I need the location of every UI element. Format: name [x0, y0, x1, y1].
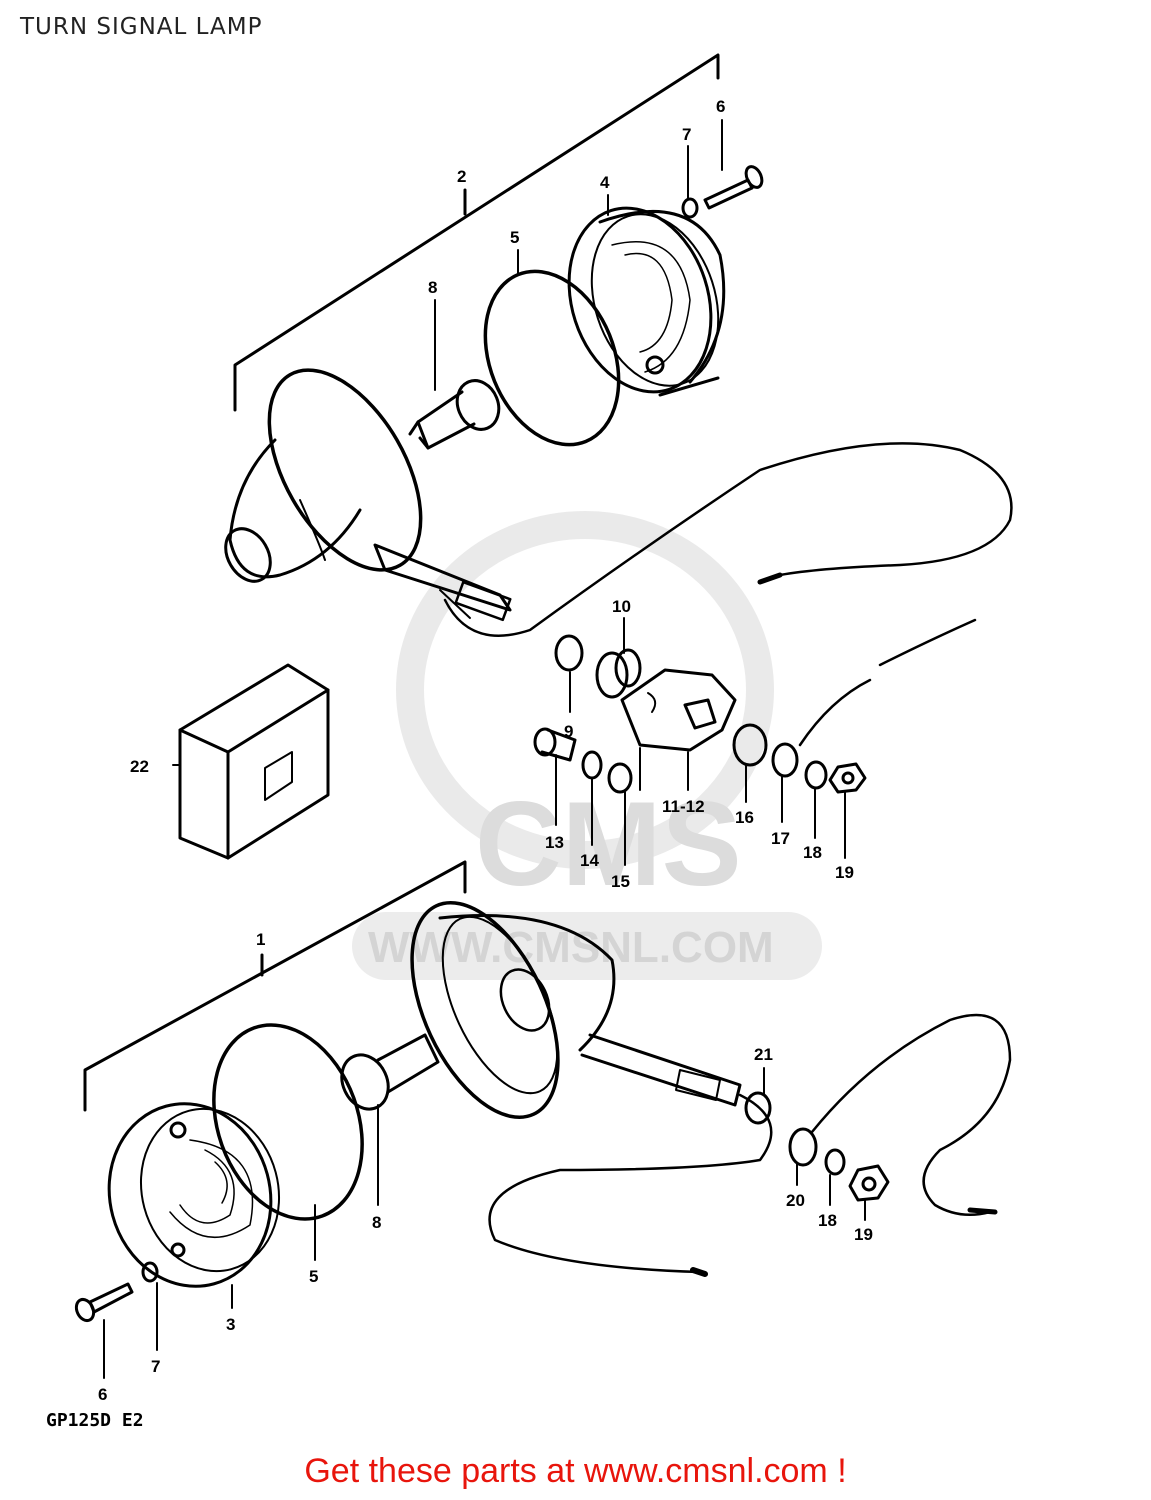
part-4-lens — [567, 206, 726, 397]
callout-15: 15 — [611, 872, 630, 891]
callout-19-lower: 19 — [854, 1225, 873, 1244]
part-10-grommet — [595, 648, 642, 699]
part-17-washer — [771, 742, 799, 778]
callout-9: 9 — [564, 722, 573, 741]
assembly-bracket-2 — [233, 53, 720, 412]
callout-19-upper: 19 — [835, 863, 854, 882]
callout-21: 21 — [754, 1045, 773, 1064]
page-title: TURN SIGNAL LAMP — [20, 14, 263, 40]
callout-7-upper: 7 — [682, 125, 691, 144]
callout-14: 14 — [580, 851, 599, 870]
part-15-washer — [607, 762, 633, 794]
callout-16: 16 — [735, 808, 754, 827]
part-18-lock-washer-lower — [824, 1148, 846, 1176]
callout-5-lower: 5 — [309, 1267, 318, 1286]
part-6-screw-upper — [703, 165, 764, 210]
leader-lines — [103, 119, 866, 1379]
part-11-12-bracket — [620, 668, 737, 752]
callout-20: 20 — [786, 1191, 805, 1210]
lower-lamp-housing — [410, 900, 742, 1120]
part-8-bulb-upper — [408, 379, 501, 450]
right-upper-wire — [798, 618, 977, 747]
part-19-nut-upper — [828, 762, 867, 794]
part-19-nut-lower — [848, 1164, 890, 1202]
footer-link[interactable]: Get these parts at www.cmsnl.com ! — [304, 1452, 847, 1490]
part-22-relay — [178, 663, 330, 860]
model-code: GP125D E2 — [46, 1410, 144, 1431]
part-20-washer — [788, 1127, 818, 1167]
part-16-washer — [732, 723, 768, 767]
part-3-lens — [107, 1102, 281, 1288]
callout-3: 3 — [226, 1315, 235, 1334]
part-7-washer-upper — [681, 197, 699, 219]
part-5-gasket-upper — [483, 269, 621, 447]
callout-22: 22 — [130, 757, 149, 776]
callout-labels: 2 4 5 6 7 8 10 9 11-12 22 13 14 15 16 17… — [98, 97, 873, 1404]
part-7-washer-lower — [141, 1261, 159, 1283]
callout-18-lower: 18 — [818, 1211, 837, 1230]
callout-8-upper: 8 — [428, 278, 437, 297]
callout-18-upper: 18 — [803, 843, 822, 862]
callout-4: 4 — [600, 173, 610, 192]
part-9-washer — [554, 634, 584, 672]
callout-5-upper: 5 — [510, 228, 519, 247]
lower-wire — [488, 1093, 773, 1274]
callout-6-upper: 6 — [716, 97, 725, 116]
callout-8-lower: 8 — [372, 1213, 381, 1232]
callout-17: 17 — [771, 829, 790, 848]
part-18-lock-washer-upper — [804, 760, 828, 790]
callout-1: 1 — [256, 930, 265, 949]
part-21-grommet — [744, 1091, 772, 1125]
part-6-screw-lower — [74, 1282, 134, 1323]
callout-11-12: 11-12 — [662, 797, 705, 816]
assembly-bracket-1 — [83, 860, 467, 1112]
watermark-logo-text: CMS — [475, 777, 742, 911]
part-5-gasket-lower — [212, 1023, 364, 1221]
part-14-washer — [581, 750, 603, 780]
callout-2: 2 — [457, 167, 466, 186]
upper-wire — [443, 442, 1013, 637]
callout-7-lower: 7 — [151, 1357, 160, 1376]
upper-lamp-housing — [224, 368, 512, 622]
callout-6-lower: 6 — [98, 1385, 107, 1404]
right-lower-wire — [810, 1013, 1012, 1217]
callout-10: 10 — [612, 597, 631, 616]
part-8-bulb-lower — [340, 1033, 440, 1111]
callout-13: 13 — [545, 833, 564, 852]
